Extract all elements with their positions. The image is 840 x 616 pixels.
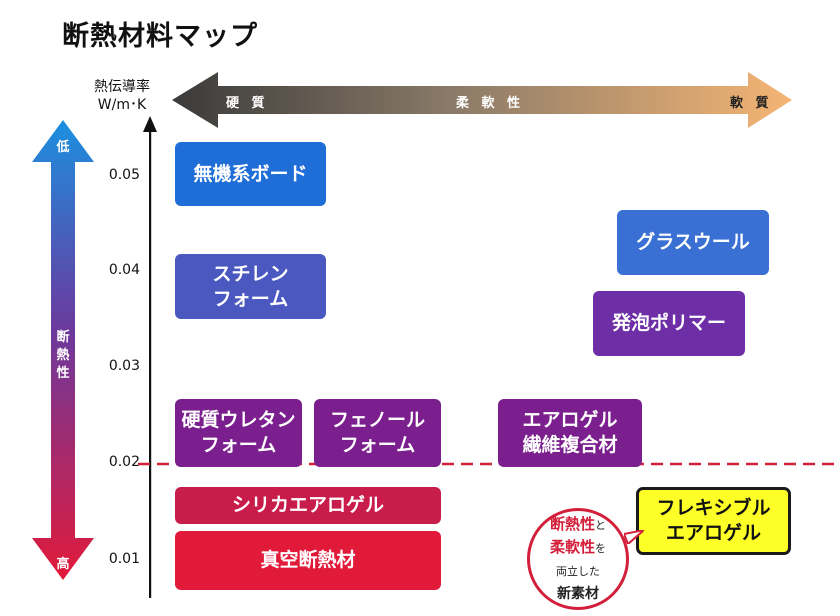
y-tick-label: 0.04 <box>108 262 140 278</box>
material-box-inorganic-board: 無機系ボード <box>175 142 326 206</box>
y-axis-line <box>143 116 157 598</box>
flexibility-axis-arrow <box>172 72 792 128</box>
material-label: フェノール フォーム <box>329 409 425 456</box>
material-label: 硬質ウレタン フォーム <box>181 409 296 456</box>
material-box-glass-wool: グラスウール <box>617 210 769 275</box>
material-box-vacuum-insulation: 真空断熱材 <box>175 531 441 590</box>
flexibility-soft-label: 軟 質 <box>730 96 773 111</box>
y-axis-label-line2: W/m･K <box>97 97 147 113</box>
callout-insulation-text: 断熱性 <box>549 515 595 533</box>
y-tick-label: 0.01 <box>108 551 140 567</box>
insulation-label-3: 性 <box>56 366 70 381</box>
callout-both-text: 両立した <box>556 565 600 578</box>
flexibility-hard-label: 硬 質 <box>226 96 269 111</box>
material-label: 発泡ポリマー <box>611 312 726 334</box>
material-label: 無機系ボード <box>193 162 308 185</box>
insulation-label-2: 熱 <box>56 348 70 363</box>
page-title: 断熱材料マップ <box>62 21 258 52</box>
callout-new-material-text: 新素材 <box>557 586 599 602</box>
material-label: 真空断熱材 <box>260 549 356 571</box>
y-tick-label: 0.03 <box>108 358 140 374</box>
callout-particle-wo: を <box>595 542 606 555</box>
material-box-phenol-foam: フェノール フォーム <box>314 399 441 467</box>
material-box-flexible-aerogel: フレキシブル エアロゲル <box>636 487 791 555</box>
insulation-label-1: 断 <box>56 330 70 345</box>
material-label: シリカエアロゲル <box>231 494 384 516</box>
material-box-aerogel-fiber: エアロゲル 繊維複合材 <box>498 399 642 467</box>
y-axis-label-line1: 熱伝導率 <box>94 79 150 95</box>
callout-particle-to: と <box>595 519 606 532</box>
y-tick-label: 0.05 <box>108 167 140 183</box>
callout-flexibility-text: 柔軟性 <box>549 538 595 556</box>
insulation-low-label: 低 <box>56 140 70 155</box>
insulation-high-label: 高 <box>56 557 70 572</box>
callout-pointer <box>624 530 644 544</box>
material-box-foam-polymer: 発泡ポリマー <box>593 291 745 356</box>
material-box-rigid-urethane: 硬質ウレタン フォーム <box>175 399 302 467</box>
new-material-callout: 断熱性と 柔軟性を 両立した 新素材 <box>527 508 629 610</box>
insulation-axis-arrow <box>32 120 94 580</box>
y-axis-label: 熱伝導率 W/m･K <box>86 78 158 114</box>
material-box-silica-aerogel: シリカエアロゲル <box>175 487 441 524</box>
material-label: スチレン フォーム <box>212 262 289 310</box>
y-tick-label: 0.02 <box>108 454 140 470</box>
material-label: フレキシブル エアロゲル <box>656 497 771 544</box>
material-box-styrene-foam: スチレン フォーム <box>175 254 326 319</box>
material-label: エアロゲル 繊維複合材 <box>522 409 618 456</box>
material-label: グラスウール <box>636 231 750 253</box>
flexibility-middle-label: 柔 軟 性 <box>456 96 525 111</box>
